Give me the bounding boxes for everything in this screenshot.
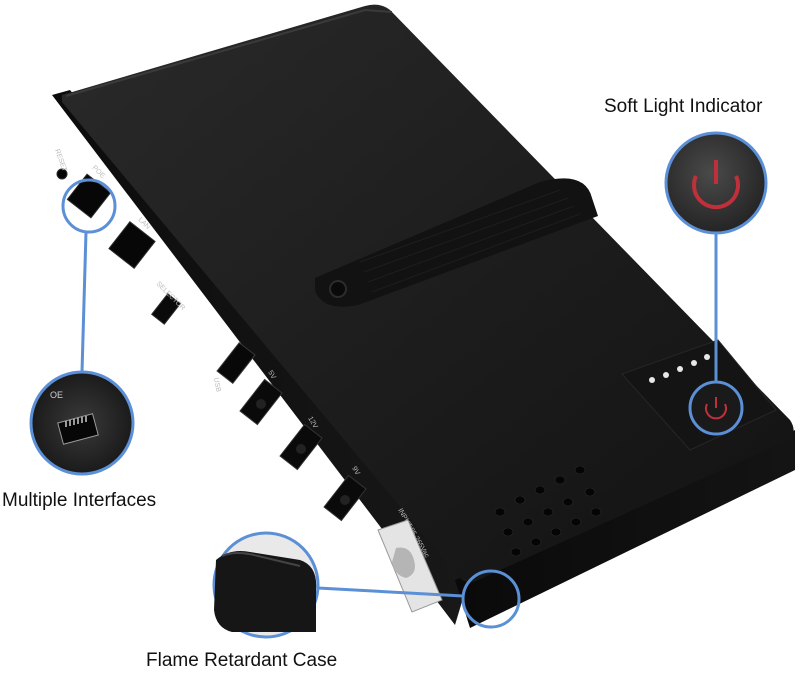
battery-led — [649, 377, 655, 383]
battery-leds — [649, 354, 710, 383]
device-top — [62, 4, 794, 583]
battery-led — [704, 354, 710, 360]
port-label-reset: RESET — [53, 148, 68, 173]
reset-hole — [56, 168, 68, 180]
flame-retardant-case-label: Flame Retardant Case — [146, 650, 338, 671]
soft-light-indicator-label: Soft Light Indicator — [604, 96, 763, 117]
device-body: RESET POE LAN SELECTOR USB 5V 12V 9V INP… — [52, 4, 795, 628]
handle-rivet — [329, 280, 347, 298]
battery-led — [691, 360, 697, 366]
port-label-usb: USB — [212, 377, 221, 393]
power-icon — [692, 160, 740, 210]
port-label-5v: 5V — [266, 370, 277, 381]
callout-multiple-interfaces: OE — [29, 178, 135, 476]
vent-holes — [494, 465, 602, 557]
poe-port-ring — [61, 178, 117, 234]
usb-port — [216, 341, 256, 385]
device-front-side — [455, 430, 795, 628]
battery-led — [663, 372, 669, 378]
power-icon — [705, 397, 727, 420]
selector-switch — [150, 293, 182, 325]
port-label-9v: 9V — [350, 466, 361, 477]
port-label-poe: POE — [91, 164, 107, 180]
multiple-interfaces-label: Multiple Interfaces — [2, 490, 157, 511]
callout-soft-light — [664, 131, 768, 382]
handle-strap — [315, 178, 598, 307]
case-corner-ring — [461, 569, 521, 629]
device-left-side — [52, 90, 470, 625]
lan-port — [108, 221, 156, 269]
battery-led — [677, 366, 683, 372]
callout-flame-retardant — [212, 531, 521, 639]
zoom-port-label: OE — [50, 390, 63, 400]
